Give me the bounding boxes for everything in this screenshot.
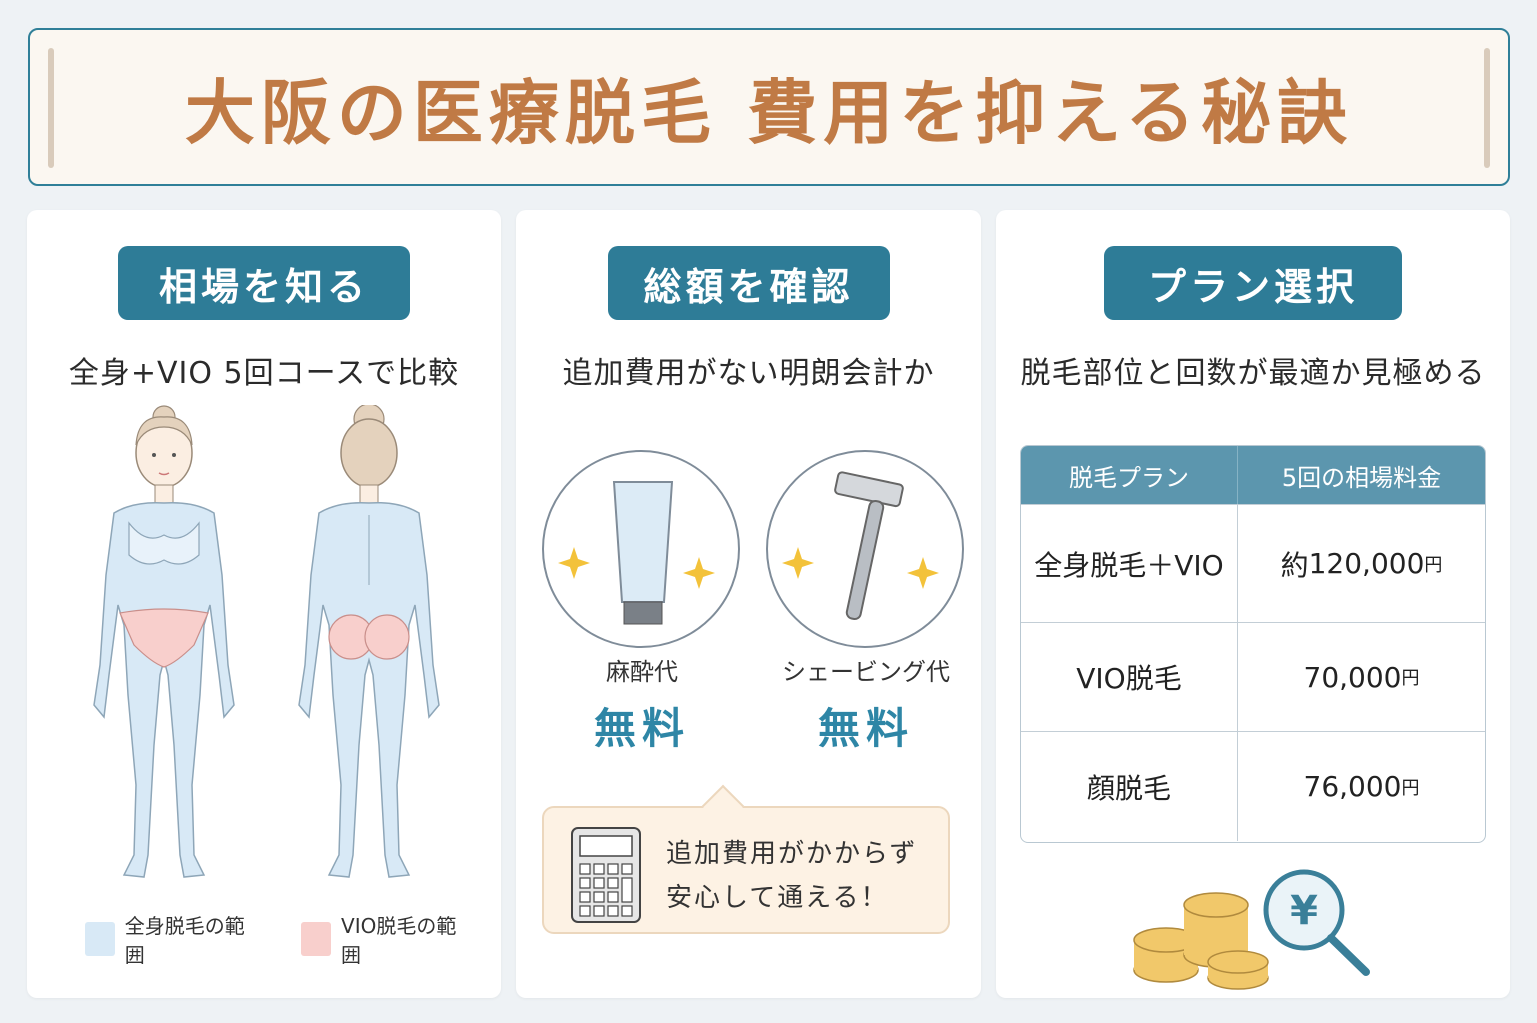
cream-tube-icon [558, 481, 715, 625]
market-subtitle: 全身+VIO 5回コースで比較 [68, 356, 460, 391]
legend-swatch-body [85, 922, 115, 956]
price-unit: 円 [1424, 554, 1443, 576]
banner-right-bar [1484, 48, 1490, 168]
calculator-icon [571, 827, 641, 923]
legend-item-body: 全身脱毛の範囲 [85, 910, 263, 968]
plan-panel: プラン選択 脱毛部位と回数が最適か見極める 脱毛プラン 5回の相場料金 全身脱毛… [996, 210, 1510, 998]
title-banner: 大阪の医療脱毛 費用を抑える秘訣 [28, 28, 1510, 186]
page-title: 大阪の医療脱毛 費用を抑える秘訣 [184, 71, 1354, 154]
anesthesia-free: 無料 [593, 704, 690, 753]
shaving-label: シェービング代 [782, 658, 950, 686]
anesthesia-circle [542, 450, 740, 648]
shaving-circle [766, 450, 964, 648]
price-prefix: 約 [1280, 548, 1309, 582]
shaving-item: シェービング代 無料 [766, 450, 966, 756]
legend-label-body: 全身脱毛の範囲 [124, 914, 245, 967]
shaving-free: 無料 [817, 704, 914, 753]
price-unit: 円 [1401, 668, 1420, 689]
price-amount: 120,000 [1308, 547, 1425, 580]
front-figure [93, 405, 235, 878]
header-plan: 脱毛プラン [1021, 446, 1238, 504]
legend-item-vio: VIO脱毛の範囲 [301, 910, 475, 968]
svg-text:¥: ¥ [1290, 888, 1318, 934]
plan-subtitle: 脱毛部位と回数が最適か見極める [1020, 356, 1486, 391]
bubble-line-1: 追加費用がかからず [666, 839, 918, 869]
table-header: 脱毛プラン 5回の相場料金 [1021, 446, 1485, 504]
legend-label-vio: VIO脱毛の範囲 [341, 914, 457, 967]
bubble-line-2: 安心して通える！ [666, 883, 889, 913]
market-pill: 相場を知る [118, 246, 410, 320]
price-unit: 円 [1401, 777, 1420, 799]
body-figures-illustration [93, 405, 440, 878]
price-amount: 70,000 [1303, 660, 1402, 694]
bubble-text: 追加費用がかからず 安心して通える！ [666, 832, 917, 920]
total-pill: 総額を確認 [607, 246, 890, 320]
legend: 全身脱毛の範囲 VIO脱毛の範囲 [85, 910, 501, 968]
price-amount: 76,000 [1303, 770, 1402, 803]
row-plan: VIO脱毛 [1021, 623, 1238, 731]
total-panel: 総額を確認 追加費用がない明朗会計か 麻酔代 無料 シェービング代 無料 [516, 210, 981, 998]
reassurance-bubble: 追加費用がかからず 安心して通える！ [542, 784, 950, 934]
banner-left-bar [48, 48, 54, 168]
plan-pill: プラン選択 [1104, 246, 1402, 320]
coins-magnifier-icon: ¥ [1133, 869, 1370, 990]
total-subtitle: 追加費用がない明朗会計か [562, 356, 935, 391]
anesthesia-label: 麻酔代 [606, 658, 678, 686]
back-figure [298, 405, 440, 878]
market-panel: 相場を知る 全身+VIO 5回コースで比較 [27, 210, 501, 998]
bubble-tail [701, 784, 745, 828]
row-plan: 顔脱毛 [1021, 732, 1238, 841]
row-plan: 全身脱毛＋VIO [1021, 505, 1238, 622]
header-price: 5回の相場料金 [1281, 463, 1442, 492]
legend-swatch-vio [301, 922, 332, 956]
anesthesia-item: 麻酔代 無料 [542, 450, 742, 756]
razor-icon [782, 471, 939, 621]
